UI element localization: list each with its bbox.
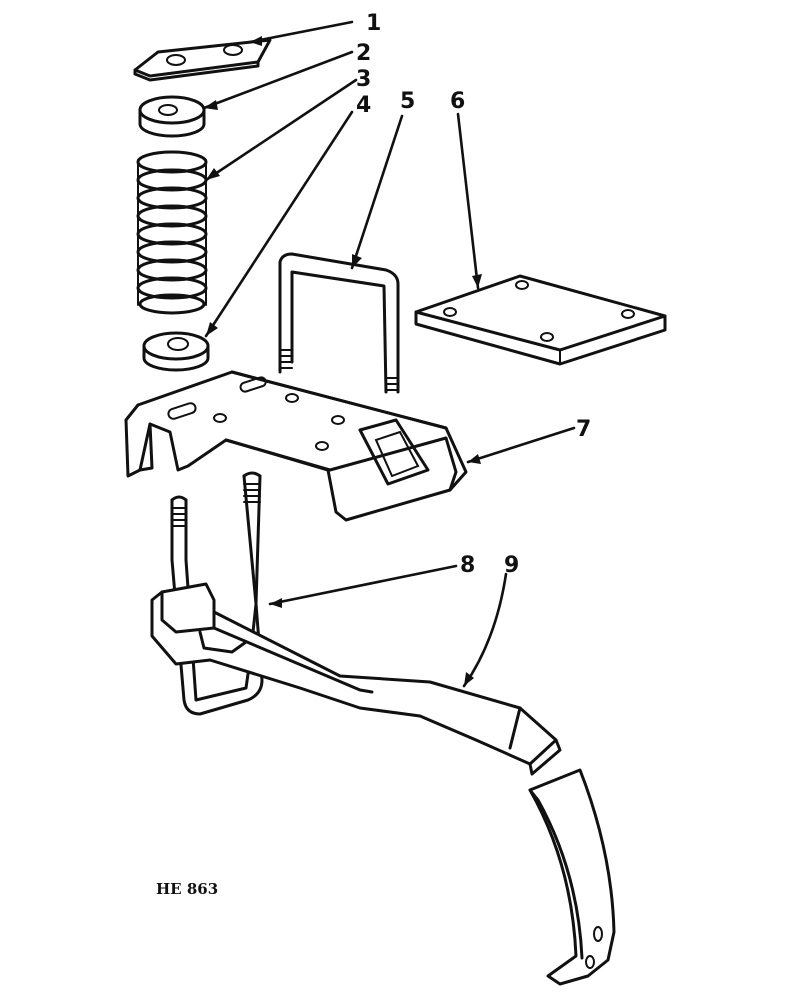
leader-arrowheads	[204, 36, 482, 686]
part-6-square-plate	[414, 274, 667, 366]
part-4-washer	[142, 331, 210, 372]
part-9-shank	[150, 582, 562, 776]
callout-3: 3	[356, 67, 371, 92]
reference-code: HE 863	[156, 880, 218, 898]
callout-7: 7	[576, 417, 591, 442]
callout-9: 9	[504, 553, 519, 578]
callout-6: 6	[450, 89, 465, 114]
callout-8: 8	[460, 553, 475, 578]
part-2-washer	[138, 95, 206, 138]
part-7-bracket	[124, 370, 468, 522]
callout-2: 2	[356, 41, 371, 66]
callout-5: 5	[400, 89, 415, 114]
callout-4: 4	[356, 93, 371, 118]
part-8-long-u-bolt	[170, 471, 264, 716]
callout-1: 1	[366, 11, 381, 36]
leader-lines	[202, 20, 576, 688]
part-1-plate	[133, 38, 272, 82]
part-9-point	[528, 768, 616, 986]
part-3-spring	[136, 150, 208, 315]
part-5-u-bolt	[278, 252, 400, 394]
